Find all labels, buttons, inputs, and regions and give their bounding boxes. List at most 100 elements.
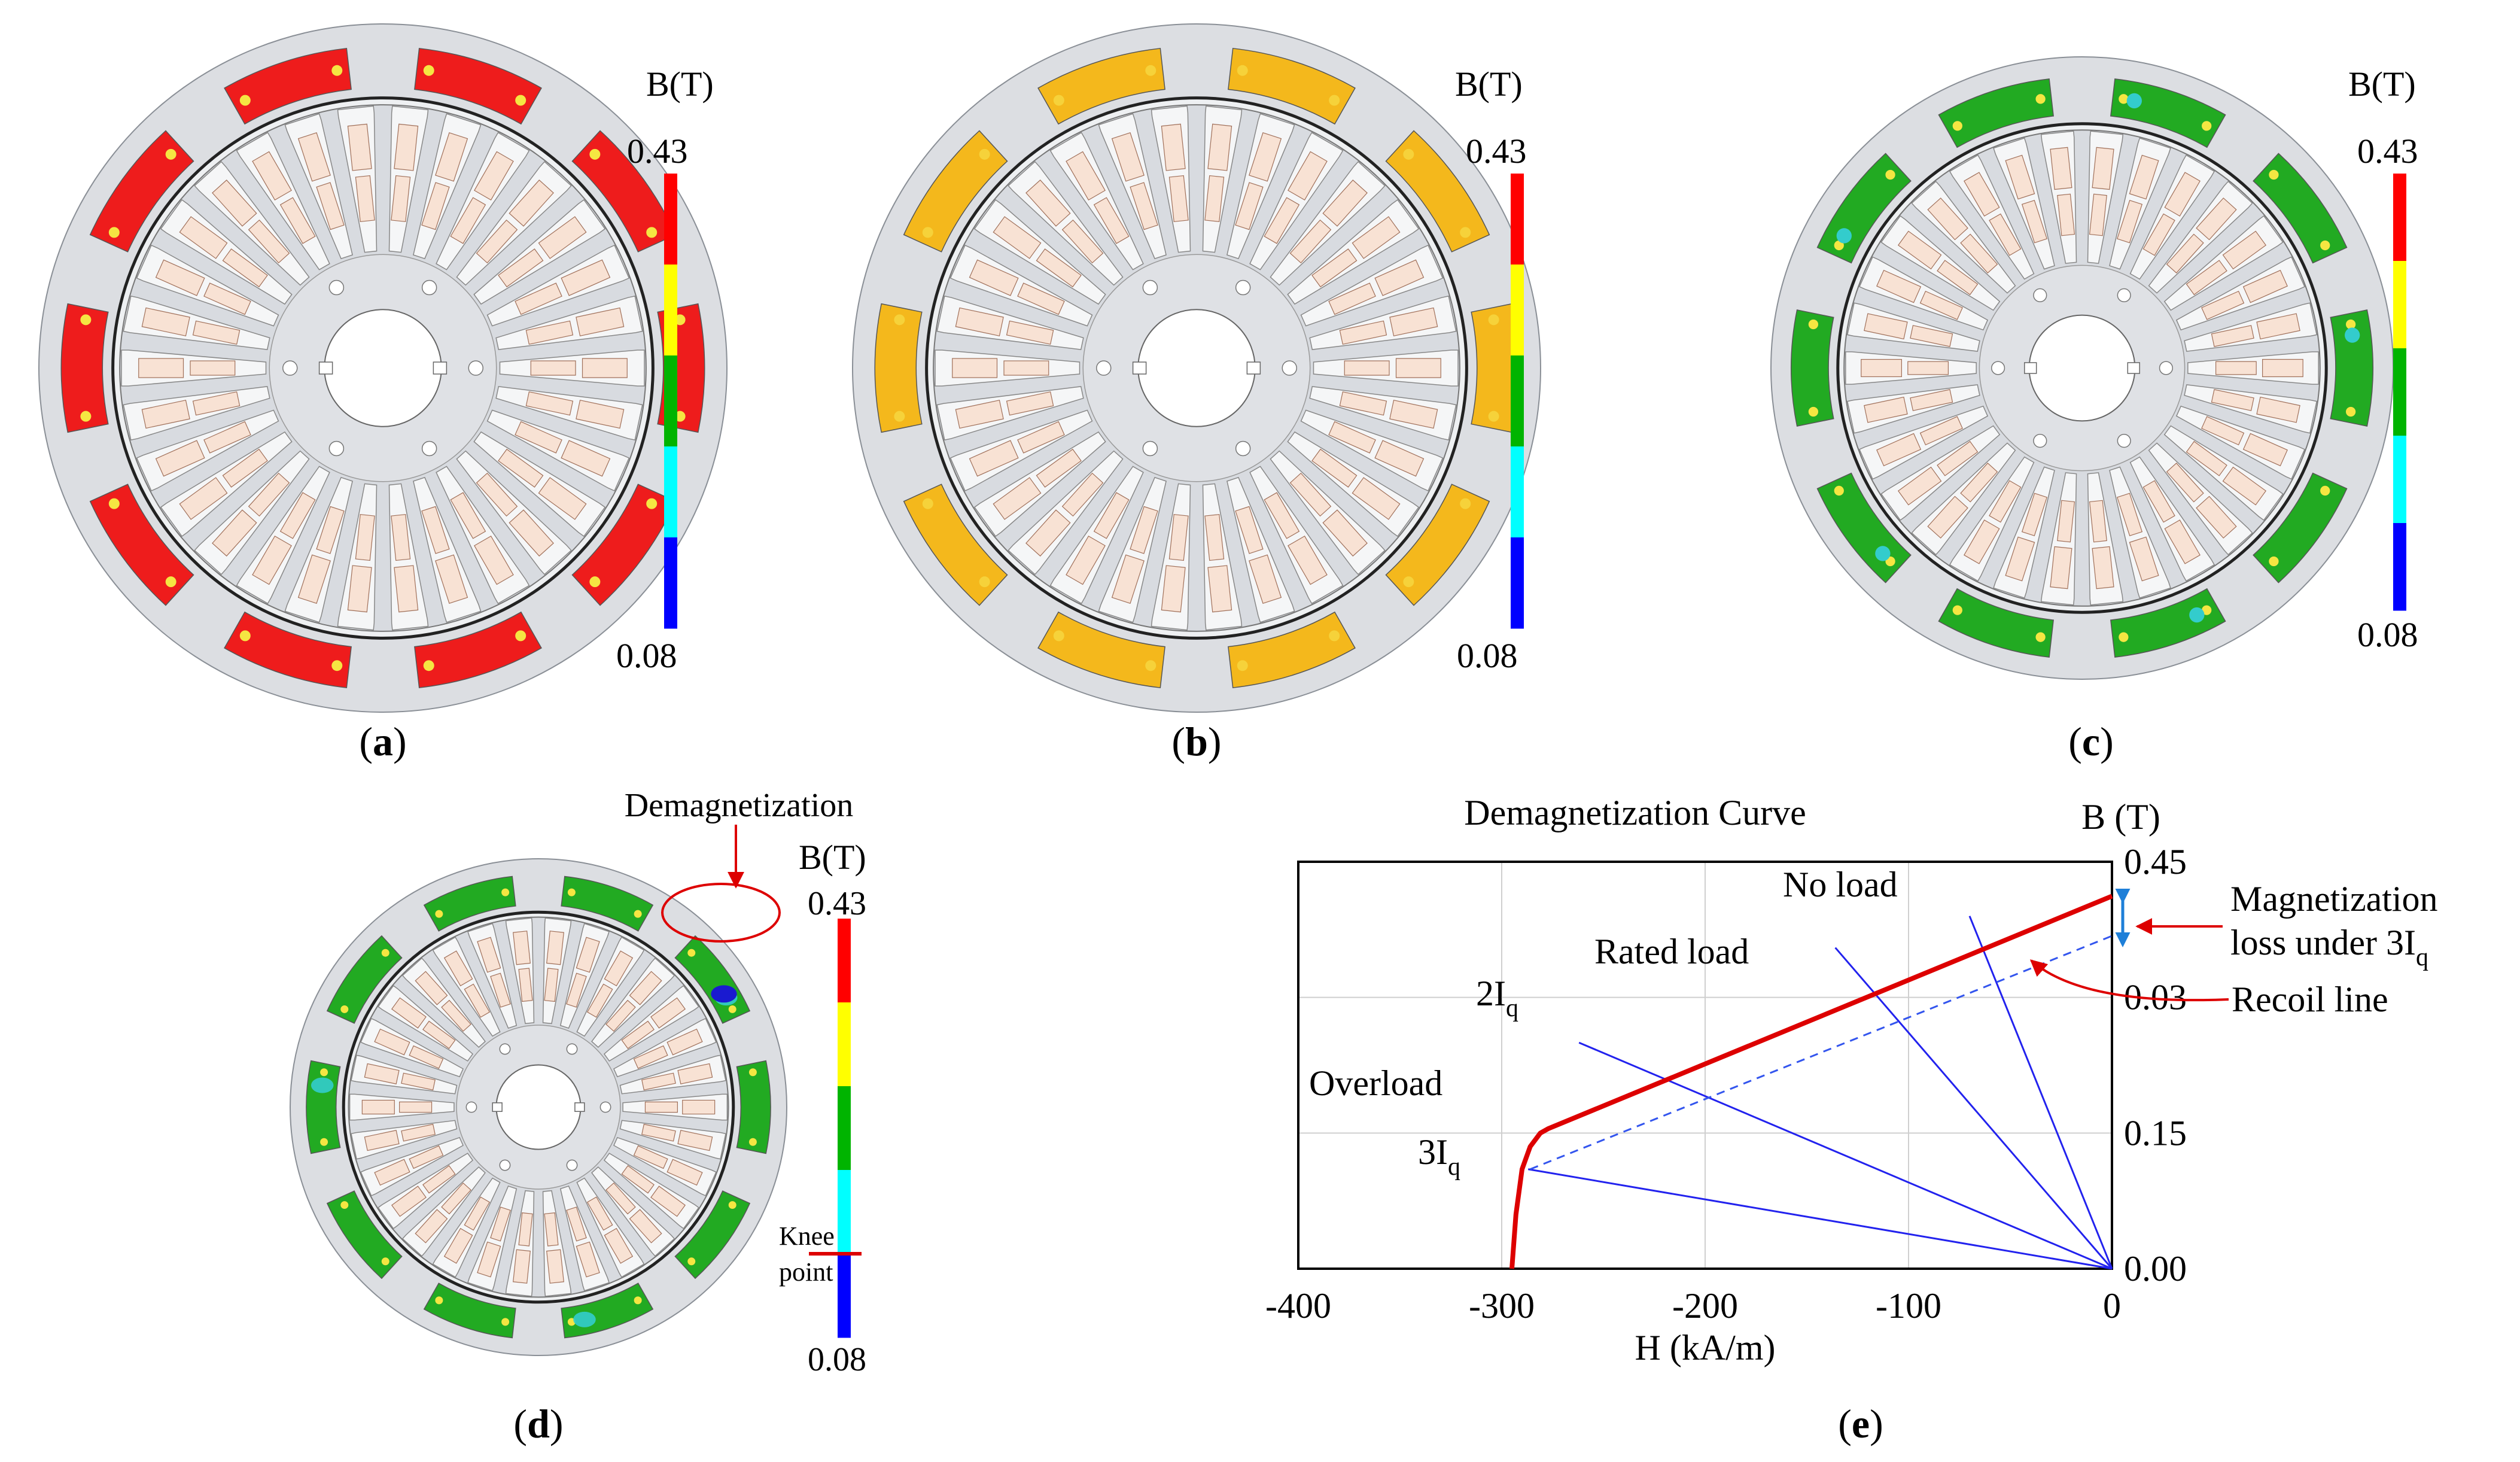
stator-slot: [505, 1190, 535, 1297]
stator-slot: [2184, 302, 2318, 352]
magnet-edge-spot: [979, 148, 990, 160]
coil: [1264, 197, 1300, 244]
panel-a: B(T) 0.43 0.08 (a): [38, 23, 728, 764]
stator-slot: [2175, 256, 2306, 331]
coil: [248, 219, 290, 264]
coil: [2021, 199, 2047, 244]
coil: [279, 197, 316, 244]
coil: [1061, 219, 1104, 264]
stator-slot: [1270, 450, 1386, 575]
coil: [355, 513, 375, 561]
colorbar-segment: [1511, 355, 1524, 447]
stator-slot: [559, 923, 610, 1029]
permanent-magnet: [571, 484, 677, 606]
magnetization-loss-label-line2: loss under 3Iq: [2230, 923, 2428, 971]
recoil-line-label: Recoil line: [2232, 980, 2388, 1019]
magnet-edge-spot: [687, 1257, 696, 1266]
stator-slot: [2040, 130, 2077, 264]
colorbar-title-b: B(T): [1455, 65, 1523, 104]
coil: [222, 448, 268, 488]
coil: [1066, 151, 1106, 201]
colorbar-min-d: 0.08: [808, 1341, 866, 1378]
coil: [1339, 320, 1387, 345]
x-tick-label: -400: [1265, 1286, 1331, 1326]
stator-slot: [1287, 431, 1420, 537]
permanent-magnet: [1791, 309, 1834, 427]
coil: [1322, 509, 1368, 557]
permanent-magnet: [1385, 130, 1490, 253]
coil: [441, 1182, 471, 1215]
coil: [401, 1123, 436, 1142]
magnet-edge-spot: [239, 630, 251, 642]
stator-slot: [619, 1054, 726, 1095]
magnet-edge-spot: [1053, 95, 1064, 106]
coil: [955, 399, 1004, 429]
coil: [252, 151, 292, 201]
magnet-edge-spot: [674, 411, 686, 422]
stator-slot: [2148, 181, 2253, 294]
coil: [2117, 493, 2143, 537]
coil: [443, 1227, 473, 1264]
coil: [641, 1123, 676, 1142]
magnet-edge-spot: [239, 95, 251, 106]
stator-slot: [1202, 483, 1243, 631]
coil: [476, 472, 518, 517]
coil: [2164, 519, 2201, 564]
stator-slot: [436, 466, 530, 604]
coil: [1897, 230, 1942, 270]
permanent-magnet: [326, 1190, 403, 1279]
coil: [1897, 466, 1942, 506]
magnet-edge-spot: [80, 314, 92, 326]
coil: [952, 358, 998, 378]
stator-slot: [432, 1177, 501, 1278]
coil: [546, 931, 564, 965]
coil: [1204, 175, 1225, 223]
coil: [2089, 500, 2107, 543]
stator-slot: [1846, 302, 1980, 352]
colorbar-max-a: 0.43: [627, 132, 688, 171]
coil: [682, 1099, 716, 1115]
coil: [1910, 389, 1953, 411]
bolt-hole: [328, 440, 345, 457]
coil: [513, 1249, 531, 1284]
colorbar-segment: [838, 919, 851, 1003]
permanent-magnet: [1938, 78, 2054, 148]
low-flux-spot: [311, 1077, 334, 1093]
coil: [2215, 361, 2257, 375]
coil: [955, 307, 1004, 337]
coil: [605, 1182, 636, 1215]
coil: [394, 565, 419, 613]
coil: [450, 197, 486, 244]
stator-slot: [2109, 466, 2171, 599]
y-tick-label: 0.15: [2124, 1113, 2187, 1153]
stator-slot: [1880, 425, 2001, 521]
coil: [2050, 147, 2072, 190]
permanent-magnet: [736, 1060, 771, 1154]
permanent-magnet: [674, 1190, 751, 1279]
coil: [2092, 147, 2114, 190]
magnet-edge-spot: [894, 314, 905, 326]
magnet-edge-spot: [634, 910, 642, 918]
coil: [1311, 448, 1358, 488]
coil: [474, 151, 514, 201]
colorbar-segment: [2393, 174, 2406, 262]
magnet-edge-spot: [687, 949, 696, 957]
coil: [1374, 440, 1425, 477]
magnet-edge-spot: [423, 660, 434, 671]
coil: [361, 1099, 395, 1115]
bolt-hole: [421, 440, 437, 457]
coil: [477, 937, 501, 973]
magnet-edge-spot: [1952, 121, 1962, 131]
coil: [297, 132, 331, 182]
stator-slot: [337, 105, 378, 253]
permanent-magnet: [1037, 47, 1165, 125]
magnet-edge-spot: [1460, 498, 1471, 509]
coil: [1235, 506, 1264, 554]
coil: [2201, 416, 2245, 446]
coil: [364, 1063, 400, 1084]
stator-slot: [360, 1017, 464, 1078]
coil: [476, 219, 518, 264]
coil: [1168, 513, 1189, 561]
coil: [355, 175, 375, 223]
coil: [347, 565, 372, 613]
